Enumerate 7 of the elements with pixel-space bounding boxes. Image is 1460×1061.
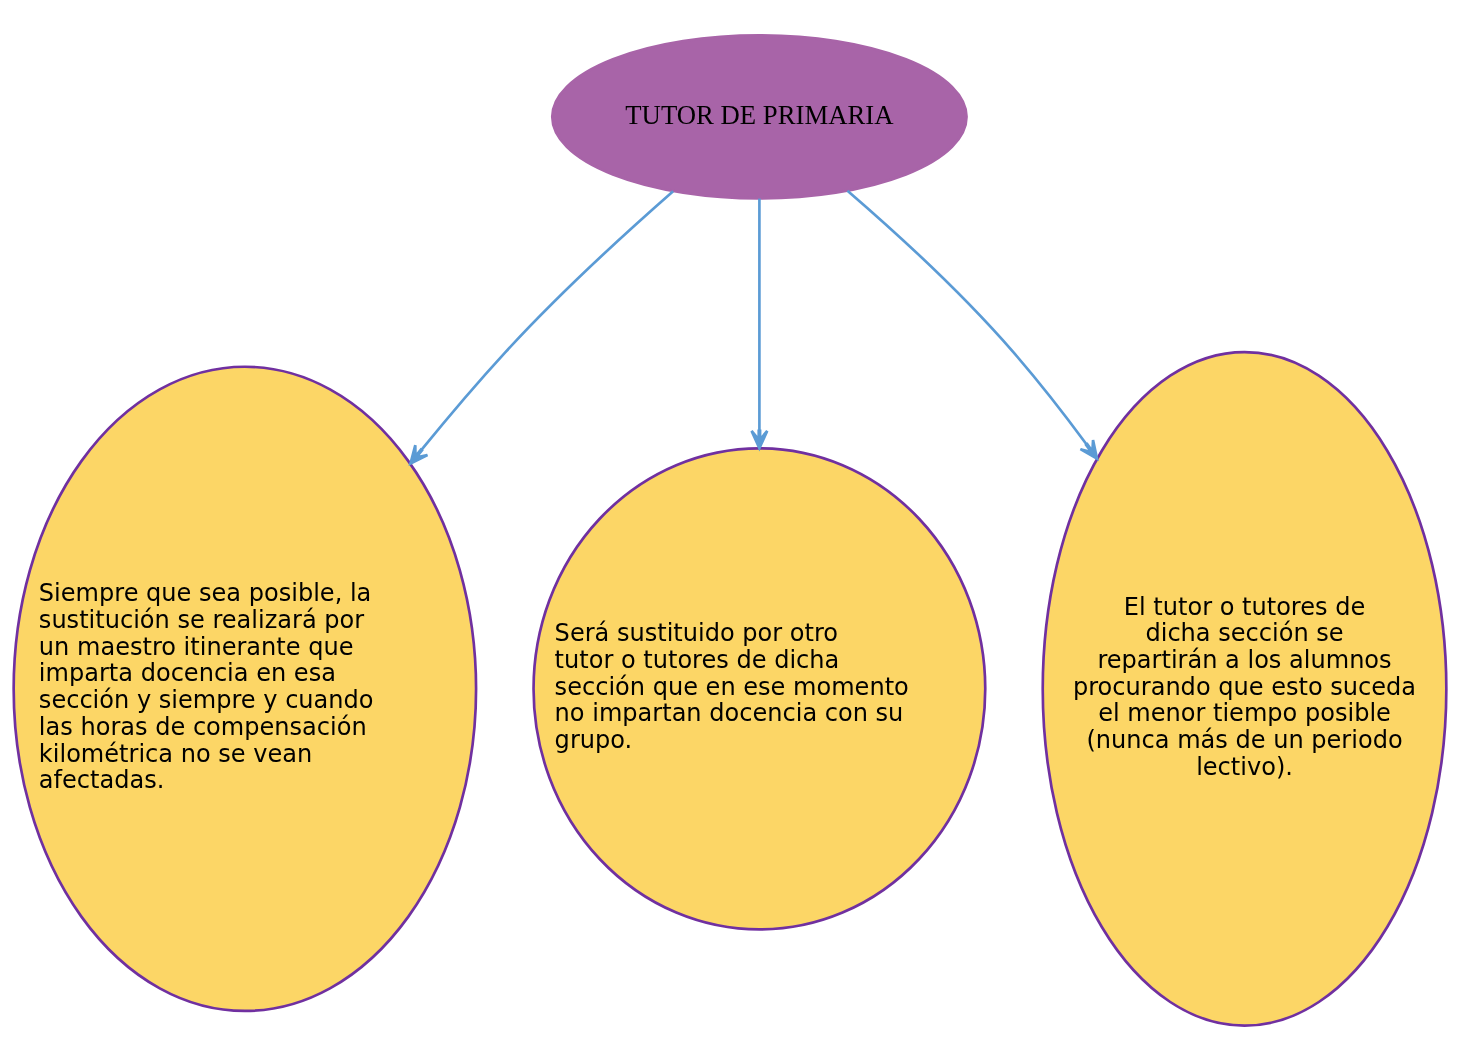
arrow <box>846 189 1099 460</box>
arrow <box>750 198 769 450</box>
node-ellipse: TUTOR DE PRIMARIA <box>550 34 968 200</box>
node-circle: Será sustituido por otro tutor o tutores de dicha sección que en ese momento no impartan docencia con su grupo. <box>532 446 987 931</box>
arrow <box>409 190 675 465</box>
node-ellipse: El tutor o tutores de dicha sección se repartirán a los alumnos procurando que esto suceda el menor tiempo posible (nunca más de un periodo lectivo). <box>1041 350 1448 1027</box>
node-ellipse: Siempre que sea posible, la sustitución se realizará por un maestro itinerante que imparta docencia en esa sección y siempre y cuando las horas de compensación kilométrica no se vean afectadas. <box>12 365 478 1013</box>
